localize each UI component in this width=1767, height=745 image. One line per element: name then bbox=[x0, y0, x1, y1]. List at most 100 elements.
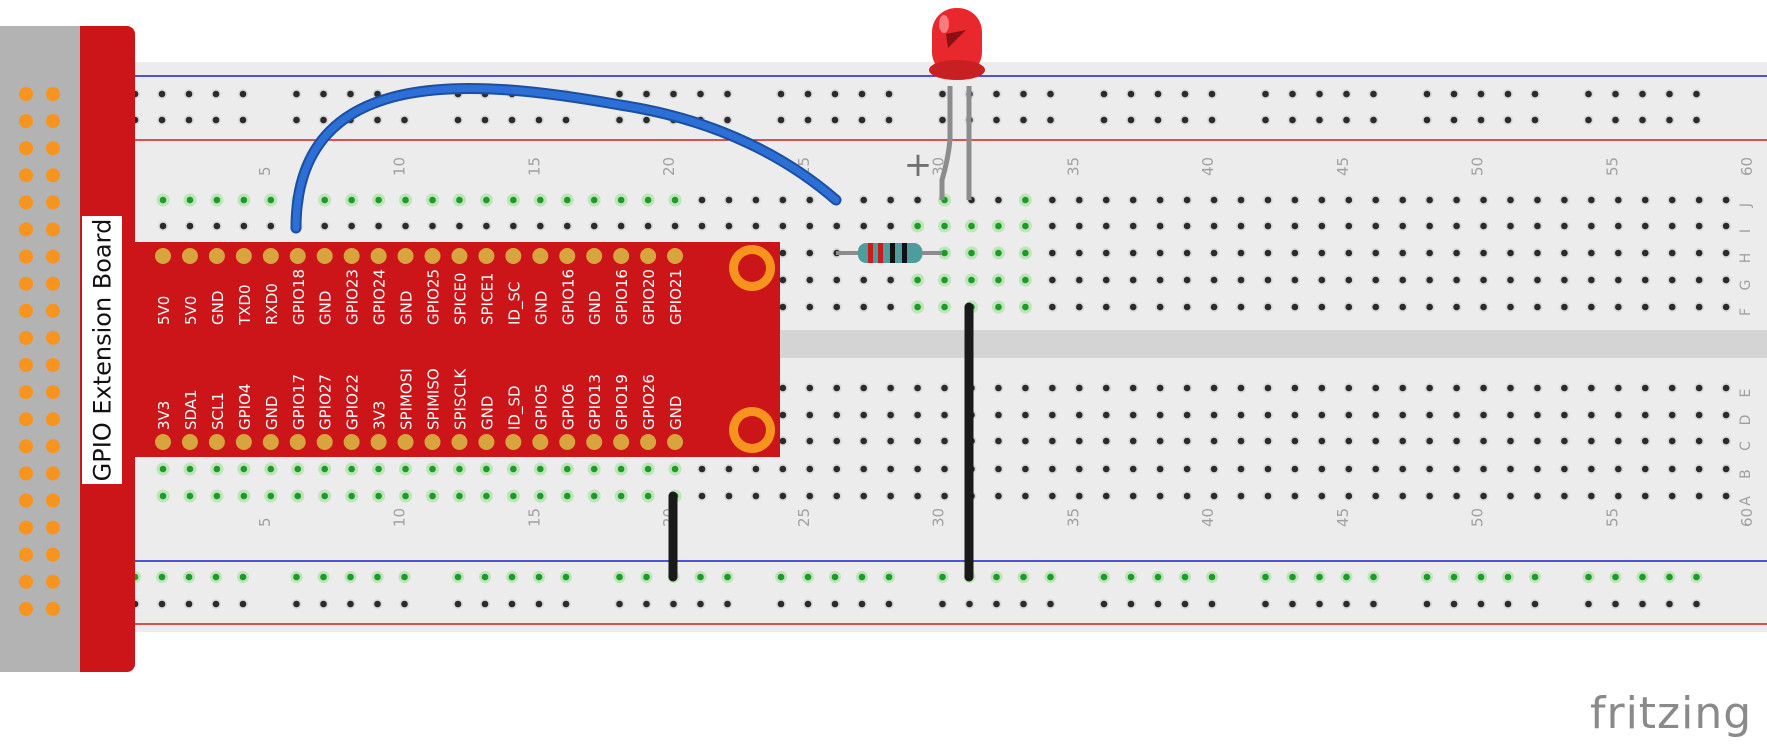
breadboard-hole-center bbox=[402, 222, 409, 230]
breadboard-hole-center bbox=[1264, 222, 1272, 230]
breadboard-hole-center bbox=[483, 465, 490, 473]
breadboard-hole-center bbox=[1345, 196, 1353, 204]
column-number-top: 10 bbox=[391, 157, 409, 176]
rail-hole-center bbox=[1450, 116, 1458, 124]
breadboard-hole-center bbox=[1345, 222, 1353, 230]
breadboard-hole-center bbox=[833, 384, 841, 392]
rail-hole-center bbox=[293, 600, 300, 608]
pin-label-top: GND bbox=[398, 291, 416, 325]
header-pin-dot bbox=[46, 141, 60, 156]
header-pin-dot bbox=[19, 466, 33, 481]
breadboard-hole-center bbox=[1480, 303, 1487, 311]
breadboard-hole-center bbox=[1210, 196, 1218, 204]
breadboard-hole-center bbox=[1426, 249, 1433, 257]
breadboard-hole-center bbox=[752, 465, 760, 473]
pin-pad-bottom bbox=[155, 434, 171, 450]
column-number-bottom: 10 bbox=[391, 508, 409, 527]
rail-hole-center bbox=[1289, 90, 1296, 98]
breadboard-hole-center bbox=[1507, 437, 1514, 445]
rail-hole-center bbox=[1612, 573, 1619, 581]
breadboard-hole-center bbox=[1722, 465, 1730, 473]
breadboard-hole-center bbox=[1668, 384, 1676, 392]
pin-label-top: GPIO24 bbox=[371, 269, 389, 325]
breadboard-hole-center bbox=[537, 222, 544, 230]
breadboard-hole-center bbox=[995, 249, 1002, 257]
breadboard-hole-center bbox=[563, 465, 571, 473]
column-number-top: 45 bbox=[1334, 157, 1352, 176]
breadboard-hole-center bbox=[1372, 196, 1380, 204]
pin-label-top: GND bbox=[532, 291, 550, 325]
breadboard-hole-center bbox=[1291, 384, 1299, 392]
rail-hole-center bbox=[562, 573, 570, 581]
breadboard-hole-center bbox=[1156, 437, 1164, 445]
breadboard-hole-center bbox=[321, 222, 329, 230]
rail-hole-center bbox=[643, 116, 650, 124]
rail-hole-center bbox=[1666, 600, 1673, 608]
rail-hole-center bbox=[185, 600, 193, 608]
pin-pad-top bbox=[370, 248, 387, 264]
breadboard-hole-center bbox=[456, 196, 463, 204]
breadboard-hole-center bbox=[1534, 384, 1541, 392]
rail-hole-center bbox=[1316, 573, 1323, 581]
rail-hole-center bbox=[185, 116, 193, 124]
rail-hole-center bbox=[1585, 90, 1592, 98]
breadboard-hole-center bbox=[1722, 222, 1730, 230]
rail-hole-center bbox=[858, 573, 866, 581]
pin-label-top: GPIO16 bbox=[613, 269, 631, 325]
breadboard-hole-center bbox=[429, 222, 436, 230]
breadboard-hole-center bbox=[1049, 276, 1056, 284]
header-pin-dot bbox=[19, 330, 33, 345]
breadboard-hole-center bbox=[698, 222, 706, 230]
breadboard-hole-center bbox=[1183, 492, 1191, 500]
rail-hole-center bbox=[454, 573, 462, 581]
rail-hole-center bbox=[508, 573, 516, 581]
breadboard-hole-center bbox=[617, 222, 625, 230]
breadboard-hole-center bbox=[213, 492, 221, 500]
breadboard-hole-center bbox=[1237, 492, 1245, 500]
breadboard-hole-center bbox=[321, 196, 329, 204]
pin-pad-top bbox=[262, 248, 279, 264]
pin-pad-top bbox=[613, 248, 630, 264]
header-pin-dot bbox=[46, 601, 60, 616]
breadboard-hole-center bbox=[1453, 303, 1460, 311]
pin-label-top: GPIO23 bbox=[344, 269, 362, 325]
breadboard-hole-center bbox=[1507, 492, 1514, 500]
breadboard-hole-center bbox=[1561, 276, 1568, 284]
rail-hole-center bbox=[374, 116, 381, 124]
breadboard-hole-center bbox=[1076, 411, 1083, 419]
pin-pad-top bbox=[505, 248, 522, 264]
breadboard-hole-center bbox=[968, 276, 975, 284]
ribbon-cable-area bbox=[0, 26, 80, 672]
breadboard-hole-center bbox=[671, 196, 679, 204]
breadboard-hole-center bbox=[1534, 276, 1541, 284]
breadboard-hole-center bbox=[1534, 492, 1541, 500]
rail-hole-center bbox=[320, 90, 327, 98]
rail-hole-center bbox=[481, 573, 489, 581]
breadboard-hole-center bbox=[1264, 384, 1272, 392]
breadboard-hole-center bbox=[1695, 411, 1703, 419]
breadboard-hole-center bbox=[1615, 303, 1622, 311]
column-number-bottom: 15 bbox=[525, 508, 543, 527]
header-pin-dot bbox=[19, 547, 33, 562]
rail-hole-center bbox=[1531, 90, 1539, 98]
breadboard-hole-center bbox=[1291, 465, 1299, 473]
rail-hole-center bbox=[1262, 90, 1269, 98]
breadboard-hole-center bbox=[1022, 249, 1029, 257]
header-pin-dot bbox=[19, 114, 33, 129]
breadboard-hole-center bbox=[1588, 249, 1595, 257]
column-number-top: 55 bbox=[1603, 157, 1621, 176]
breadboard-hole-center bbox=[563, 492, 571, 500]
rail-hole-center bbox=[401, 600, 408, 608]
rail-hole-center bbox=[993, 90, 1000, 98]
rail-hole-center bbox=[1047, 90, 1054, 98]
row-letter: J bbox=[1738, 203, 1754, 208]
rail-hole-center bbox=[1343, 116, 1350, 124]
rail-hole-center bbox=[993, 116, 1000, 124]
breadboard-hole-center bbox=[1049, 249, 1056, 257]
rail-hole-center bbox=[1450, 573, 1458, 581]
header-pin-dot bbox=[19, 574, 33, 589]
breadboard-hole-center bbox=[1426, 196, 1433, 204]
breadboard-hole-center bbox=[1372, 465, 1380, 473]
pin-label-bottom: GPIO5 bbox=[532, 384, 550, 430]
breadboard-hole-center bbox=[1049, 303, 1056, 311]
